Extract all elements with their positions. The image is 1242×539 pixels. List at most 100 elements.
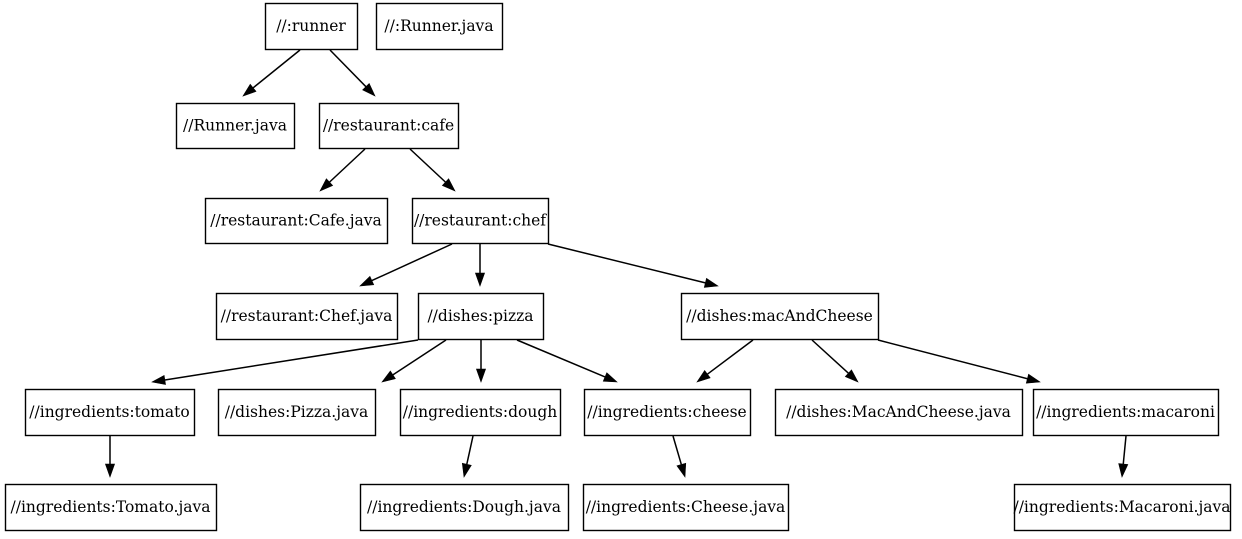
arrowhead-icon xyxy=(475,368,487,383)
graph-node[interactable]: //dishes:MacAndCheese.java xyxy=(774,388,1024,437)
graph-node[interactable]: //restaurant:cafe xyxy=(318,102,460,150)
graph-edge xyxy=(329,49,376,97)
graph-node[interactable]: //dishes:Pizza.java xyxy=(217,388,377,437)
edge-line xyxy=(371,243,453,282)
graph-edge xyxy=(461,435,474,478)
edge-line xyxy=(516,339,606,378)
node-box[interactable] xyxy=(399,388,562,437)
arrowhead-icon xyxy=(696,370,711,383)
graph-node[interactable]: //ingredients:Cheese.java xyxy=(582,483,790,532)
graph-node[interactable]: //ingredients:tomato xyxy=(24,388,196,437)
arrowhead-icon xyxy=(151,374,166,385)
edge-line xyxy=(328,148,366,183)
nodes-layer: //:runner //:Runner.java //Runner.java //re… xyxy=(4,2,1232,532)
graph-edge xyxy=(151,339,419,385)
graph-node[interactable]: //ingredients:cheese xyxy=(583,388,752,437)
graph-node[interactable]: //:runner xyxy=(264,2,359,51)
arrowhead-icon xyxy=(441,178,456,192)
edge-line xyxy=(252,49,301,89)
node-label: //ingredients:tomato xyxy=(29,403,189,421)
node-label: //ingredients:Dough.java xyxy=(367,498,561,516)
edges-layer xyxy=(104,49,1129,478)
graph-edge xyxy=(877,339,1041,384)
graph-edge xyxy=(104,436,116,478)
node-box[interactable] xyxy=(24,388,196,437)
arrowhead-icon xyxy=(602,372,618,383)
graph-node[interactable]: //restaurant:chef xyxy=(411,197,550,245)
edge-line xyxy=(672,435,683,465)
node-box[interactable] xyxy=(680,292,880,341)
graph-node[interactable]: //restaurant:Cafe.java xyxy=(204,197,389,245)
node-box[interactable] xyxy=(4,483,218,532)
edge-line xyxy=(877,339,1028,380)
node-box[interactable] xyxy=(175,102,296,150)
node-box[interactable] xyxy=(215,292,399,341)
arrowhead-icon xyxy=(104,463,116,478)
graph-edge xyxy=(696,339,754,383)
graph-node[interactable]: //:Runner.java xyxy=(375,2,504,51)
edge-line xyxy=(547,243,706,284)
arrowhead-icon xyxy=(703,277,719,288)
node-box[interactable] xyxy=(417,292,545,341)
graph-edge xyxy=(475,340,487,383)
node-box[interactable] xyxy=(217,388,377,437)
node-box[interactable] xyxy=(774,388,1024,437)
arrowhead-icon xyxy=(359,275,375,287)
arrowhead-icon xyxy=(676,462,687,478)
arrowhead-icon xyxy=(242,83,257,97)
node-label: //ingredients:cheese xyxy=(587,403,746,421)
graph-edge xyxy=(811,339,859,383)
graph-node[interactable]: //dishes:macAndCheese xyxy=(680,292,880,341)
graph-edge xyxy=(547,243,719,288)
node-label: //ingredients:Cheese.java xyxy=(586,498,786,516)
graph-node[interactable]: //restaurant:Chef.java xyxy=(215,292,399,341)
graph-node[interactable]: //ingredients:dough xyxy=(399,388,562,437)
graph-node[interactable]: //ingredients:Dough.java xyxy=(359,483,570,532)
node-box[interactable] xyxy=(411,197,550,245)
edge-line xyxy=(329,49,367,88)
node-box[interactable] xyxy=(204,197,389,245)
graph-edge xyxy=(516,339,618,383)
node-label: //:runner xyxy=(276,17,346,35)
arrowhead-icon xyxy=(1118,463,1129,478)
graph-node[interactable]: //Runner.java xyxy=(175,102,296,150)
node-label: //ingredients:macaroni xyxy=(1036,403,1215,421)
graph-edge xyxy=(672,435,687,478)
node-label: //ingredients:dough xyxy=(403,403,557,421)
graph-node[interactable]: //ingredients:Tomato.java xyxy=(4,483,218,532)
node-label: //ingredients:Tomato.java xyxy=(11,498,211,516)
graph-edge xyxy=(409,148,456,192)
arrowhead-icon xyxy=(319,178,334,192)
node-label: //ingredients:Macaroni.java xyxy=(1013,498,1230,516)
node-label: //:Runner.java xyxy=(384,17,493,35)
node-box[interactable] xyxy=(583,388,752,437)
edge-line xyxy=(706,339,754,375)
graph-edge xyxy=(319,148,366,192)
graph-edge xyxy=(242,49,301,97)
node-box[interactable] xyxy=(375,2,504,51)
node-box[interactable] xyxy=(1013,483,1232,532)
edge-line xyxy=(811,339,849,374)
node-box[interactable] xyxy=(1032,388,1220,437)
arrowhead-icon xyxy=(474,272,486,287)
graph-node[interactable]: //dishes:pizza xyxy=(417,292,545,341)
graph-edge xyxy=(381,339,447,383)
arrowhead-icon xyxy=(844,369,859,383)
node-label: //restaurant:Cafe.java xyxy=(210,212,382,230)
node-box[interactable] xyxy=(582,483,790,532)
node-label: //restaurant:Chef.java xyxy=(221,307,393,325)
node-label: //dishes:pizza xyxy=(427,307,533,325)
graph-node[interactable]: //ingredients:macaroni xyxy=(1032,388,1220,437)
node-box[interactable] xyxy=(264,2,359,51)
graph-node[interactable]: //ingredients:Macaroni.java xyxy=(1013,483,1232,532)
arrowhead-icon xyxy=(362,82,376,97)
graph-edge xyxy=(474,244,486,287)
node-label: //restaurant:chef xyxy=(414,212,547,230)
node-label: //restaurant:cafe xyxy=(323,117,454,135)
node-box[interactable] xyxy=(359,483,570,532)
node-box[interactable] xyxy=(318,102,460,150)
edge-line xyxy=(392,339,447,376)
node-label: //Runner.java xyxy=(183,117,287,135)
